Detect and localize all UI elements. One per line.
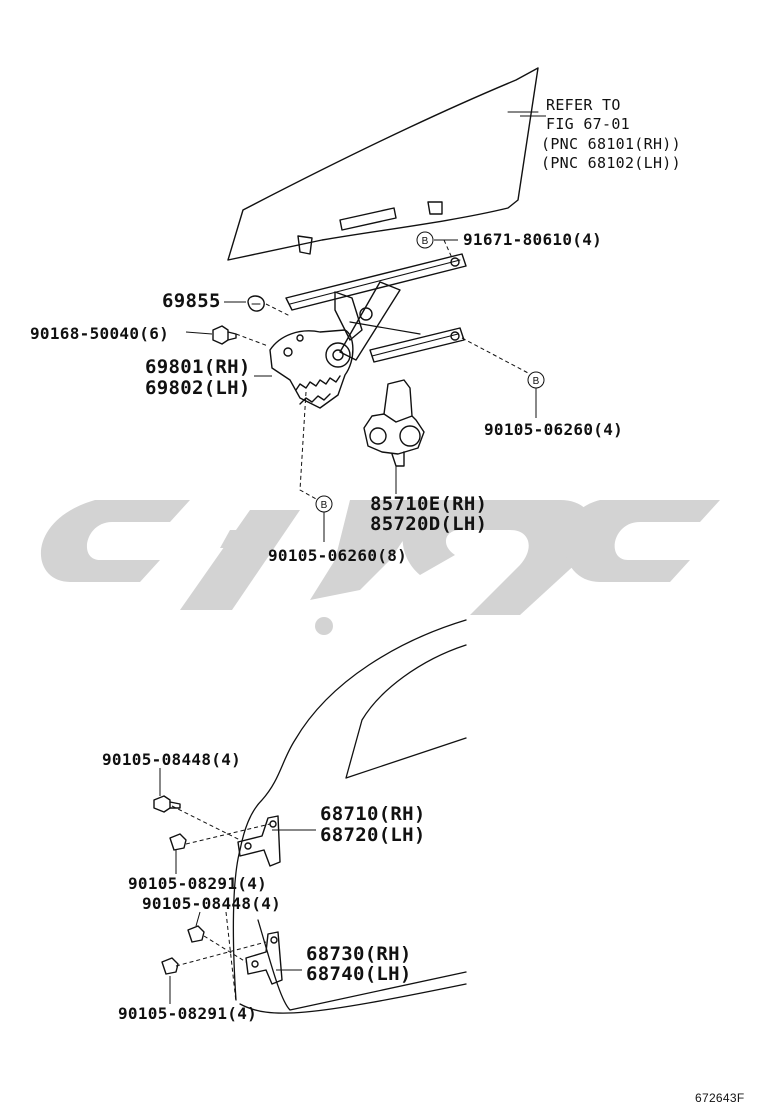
regulator-base-plate — [269, 329, 354, 409]
label-85710e: 85710E(RH) — [370, 493, 488, 515]
clip-69855 — [247, 295, 265, 312]
label-90105-08291-a: 90105-08291(4) — [128, 874, 268, 893]
lower-door-hinge — [245, 931, 283, 985]
refer-line-2: FIG 67-01 — [546, 115, 630, 133]
watermark-logo — [40, 500, 720, 635]
label-90105-06260-8: 90105-06260(8) — [268, 546, 408, 565]
refer-line-1: REFER TO — [546, 96, 621, 114]
label-90105-08291-b: 90105-08291(4) — [118, 1004, 258, 1023]
car-body-outline — [232, 619, 467, 1014]
bolt-marker-b-2: B — [527, 371, 545, 389]
reference-lines — [171, 239, 531, 1003]
label-68710: 68710(RH) — [320, 803, 426, 825]
label-91671-80610: 91671-80610(4) — [463, 230, 603, 249]
svg-text:B: B — [321, 500, 328, 511]
bolt-marker-b-1: B — [416, 231, 434, 249]
label-68730: 68730(RH) — [306, 943, 412, 965]
bolt-marker-b-3: B — [315, 495, 333, 513]
label-90105-08448-a: 90105-08448(4) — [102, 750, 242, 769]
refer-line-4: (PNC 68102(LH)) — [541, 154, 681, 172]
label-90168-50040: 90168-50040(6) — [30, 324, 170, 343]
door-glass — [227, 67, 539, 261]
window-regulator-arms — [285, 253, 467, 363]
label-90105-08448-b: 90105-08448(4) — [142, 894, 282, 913]
screw-90168 — [212, 325, 237, 345]
refer-line-3: (PNC 68101(RH)) — [541, 135, 681, 153]
label-90105-06260-4: 90105-06260(4) — [484, 420, 624, 439]
figure-id: 672643F — [695, 1091, 745, 1105]
svg-text:B: B — [422, 236, 429, 247]
label-85720d: 85720D(LH) — [370, 513, 488, 535]
label-69855: 69855 — [162, 290, 221, 312]
svg-text:B: B — [533, 376, 540, 387]
label-68720: 68720(LH) — [320, 824, 426, 846]
upper-door-hinge — [237, 815, 281, 867]
regulator-motor — [363, 379, 425, 467]
label-68740: 68740(LH) — [306, 963, 412, 985]
label-69802: 69802(LH) — [145, 377, 251, 399]
label-69801: 69801(RH) — [145, 356, 251, 378]
